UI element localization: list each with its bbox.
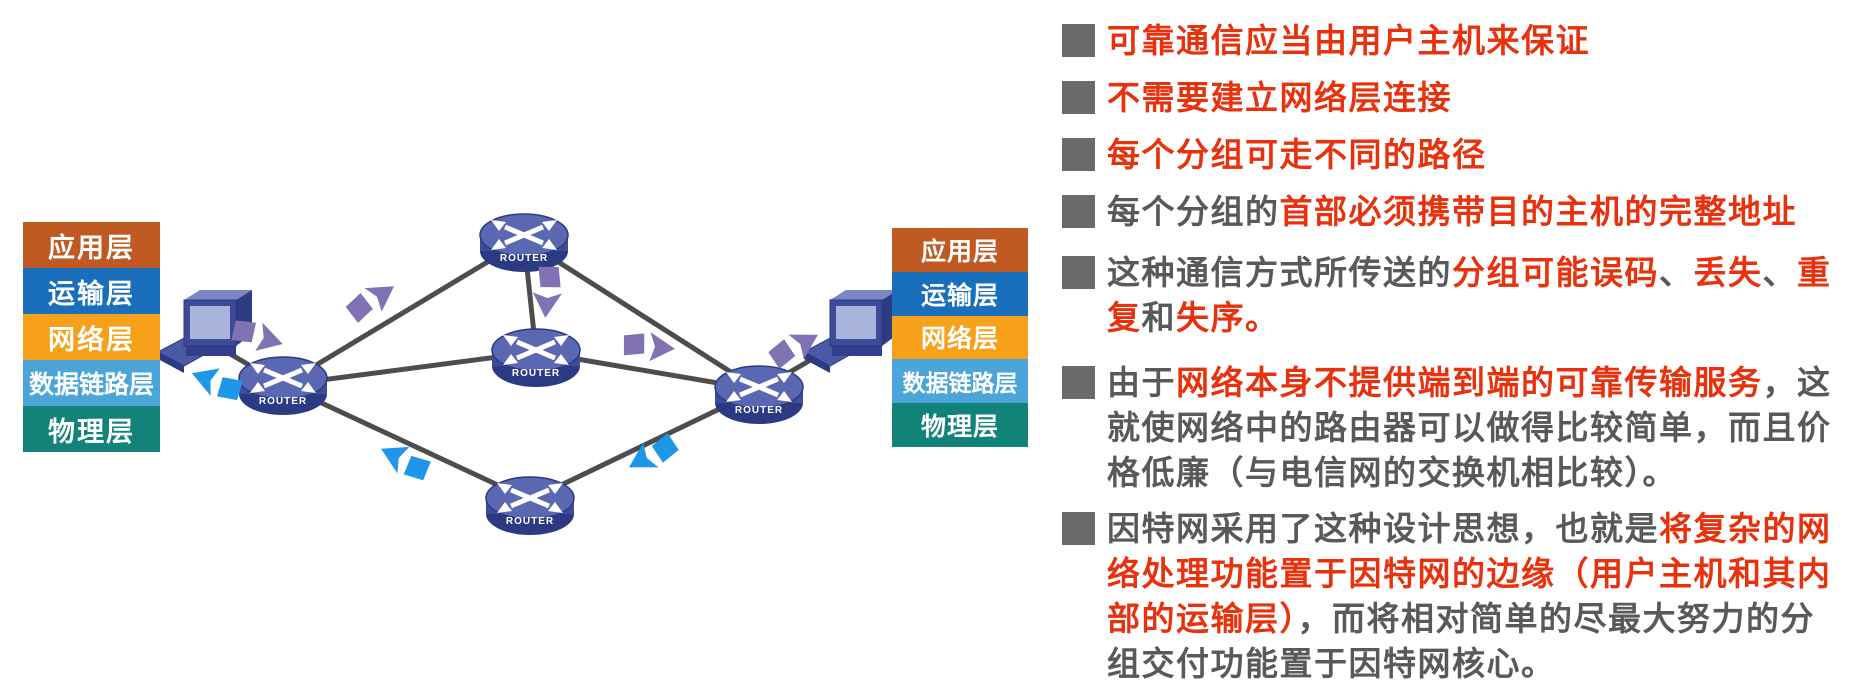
packet-arrow-blue-icon xyxy=(186,359,246,406)
stack-layer-transport: 运输层 xyxy=(892,271,1028,316)
protocol-stack-left: 应用层 运输层 网络层 数据链路层 物理层 xyxy=(23,222,160,452)
bullet-text: 分组可能误码 xyxy=(1452,254,1659,291)
bullet-text: 、 xyxy=(1659,254,1694,291)
stack-layer-transport: 运输层 xyxy=(23,268,160,314)
bullet-item: 每个分组可走不同的路径 xyxy=(1062,132,1487,177)
bullet-text: 这种通信方式所传送的 xyxy=(1107,254,1452,291)
bullet-item: 因特网采用了这种设计思想，也就是将复杂的网 络处理功能置于因特网的边缘（用户主机… xyxy=(1062,506,1832,686)
bullet-text: 由于 xyxy=(1107,364,1176,401)
bullet-text: 网络本身不提供端到端的可靠传输服务 xyxy=(1176,364,1763,401)
protocol-stack-right: 应用层 运输层 网络层 数据链路层 物理层 xyxy=(892,228,1028,447)
bullet-marker xyxy=(1062,195,1095,228)
network-diagram: ROUTER ROUTER ROUTER ROUTER ROUTER xyxy=(157,0,899,699)
bullet-text: 、 xyxy=(1762,254,1797,291)
bullet-text: ，而将相对简单的尽最大努力的分 xyxy=(1297,600,1815,637)
stack-layer-data-link: 数据链路层 xyxy=(892,359,1028,404)
bullet-text: 将复杂的网 xyxy=(1659,510,1832,547)
bullet-text: ，这 xyxy=(1762,364,1832,401)
bullet-marker xyxy=(1062,24,1095,57)
stack-layer-physical: 物理层 xyxy=(892,403,1028,447)
bullet-text: 每个分组的 xyxy=(1107,193,1280,230)
bullet-text: 部的运输层） xyxy=(1107,600,1298,637)
stack-layer-network: 网络层 xyxy=(892,315,1028,360)
bullet-item: 由于网络本身不提供端到端的可靠传输服务，这 就使网络中的路由器可以做得比较简单，… xyxy=(1062,360,1832,495)
bullet-text: 因特网采用了这种设计思想，也就是 xyxy=(1107,510,1659,547)
bullet-text: 每个分组可走不同的路径 xyxy=(1107,136,1487,173)
bullet-text: 络处理功能置于因特网的边缘（用户主机和其内 xyxy=(1107,555,1832,592)
router-bottom-label: ROUTER xyxy=(506,516,554,527)
bullet-marker xyxy=(1062,256,1095,289)
router-left-label: ROUTER xyxy=(259,396,307,407)
packet-arrow-purple-icon xyxy=(530,264,565,320)
stack-layer-physical: 物理层 xyxy=(23,406,160,452)
bullet-item: 这种通信方式所传送的分组可能误码、丢失、重 复和失序。 xyxy=(1062,250,1832,340)
bullet-marker xyxy=(1062,81,1095,114)
stack-layer-network: 网络层 xyxy=(23,314,160,360)
bullet-text: 丢失 xyxy=(1693,254,1763,291)
bullet-item: 可靠通信应当由用户主机来保证 xyxy=(1062,18,1590,63)
bullet-text: 可靠通信应当由用户主机来保证 xyxy=(1107,22,1590,59)
host-computer-right xyxy=(803,289,899,374)
stack-layer-data-link: 数据链路层 xyxy=(23,360,160,406)
bullet-text: 重 xyxy=(1797,254,1832,291)
bullet-text: 首部必须携带目的主机的完整地址 xyxy=(1279,193,1797,230)
router-middle-label: ROUTER xyxy=(512,368,560,379)
stack-layer-application: 应用层 xyxy=(23,222,160,268)
bullet-item: 不需要建立网络层连接 xyxy=(1062,75,1452,120)
stack-layer-application: 应用层 xyxy=(892,228,1028,272)
bullet-text: 就使网络中的路由器可以做得比较简单，而且价 xyxy=(1107,409,1832,446)
router-top-label: ROUTER xyxy=(500,253,548,264)
packet-arrow-purple-icon xyxy=(228,314,288,359)
router-right-label: ROUTER xyxy=(735,405,783,416)
bullet-text: 组交付功能置于因特网核心。 xyxy=(1107,645,1556,682)
bullet-text: 复 xyxy=(1107,299,1142,336)
bullet-marker xyxy=(1062,366,1095,399)
bullet-text: 和 xyxy=(1141,299,1176,336)
packet-arrow-blue-icon xyxy=(622,429,682,480)
bullet-marker xyxy=(1062,512,1095,545)
bullet-text: 格低廉（与电信网的交换机相比较）。 xyxy=(1107,454,1677,491)
bullet-marker xyxy=(1062,138,1095,171)
bullet-text: 失序。 xyxy=(1176,299,1280,336)
bullet-text: 不需要建立网络层连接 xyxy=(1107,79,1452,116)
bullet-item: 每个分组的首部必须携带目的主机的完整地址 xyxy=(1062,189,1797,234)
